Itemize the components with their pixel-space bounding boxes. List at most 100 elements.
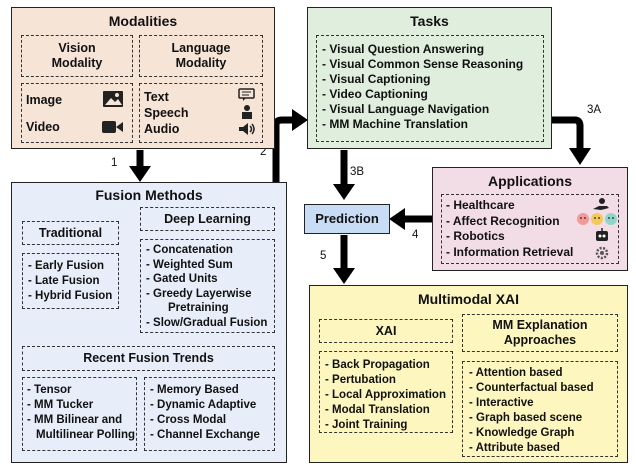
task-item: - MM Machine Translation: [322, 117, 469, 131]
tasks-title: Tasks: [410, 13, 449, 29]
xai-list-box: - Back Propagation - Pertubation - Local…: [319, 351, 453, 433]
traditional-item: - Late Fusion: [28, 275, 100, 287]
xai-item: - Joint Training: [325, 419, 408, 431]
mm-explanation-item: - Interactive: [469, 397, 534, 409]
audio-speaker-icon: [239, 123, 255, 135]
xai-item: - Modal Translation: [325, 404, 430, 416]
mm-explanation-item: - Attention based: [469, 367, 563, 379]
application-item: - Affect Recognition: [446, 213, 560, 228]
speech-label: Speech: [144, 106, 189, 120]
mm-explanation-item: - Attribute based: [469, 442, 560, 454]
deep-learning-header: Deep Learning: [164, 212, 251, 226]
xai-item: - Back Propagation: [325, 359, 430, 371]
video-label: Video: [26, 120, 60, 134]
task-item: - Video Captioning: [322, 87, 428, 101]
trend-item: - Dynamic Adaptive: [150, 399, 257, 411]
task-item: - Visual Question Answering: [322, 42, 485, 56]
mm-explanation-list-box: - Attention based - Counterfactual based…: [462, 361, 618, 457]
language-items-box: Text Speech Audio: [139, 83, 263, 143]
vision-modality-header-box: Vision Modality: [21, 35, 133, 77]
mm-explanation-header-box: MM Explanation Approaches: [462, 314, 618, 352]
emoji-faces-icon: [577, 213, 617, 225]
application-item: - Robotics: [446, 229, 505, 243]
xai-item: - Local Approximation: [325, 389, 446, 401]
gear-icon: [595, 246, 609, 260]
trends-right-box: - Memory Based - Dynamic Adaptive - Cros…: [144, 377, 275, 451]
speaker-person-icon: [242, 105, 252, 119]
applications-list: - Healthcare - Affect Recognition - Robo…: [446, 198, 573, 260]
robot-icon: [596, 228, 608, 241]
arrow-label-1: 1: [111, 157, 118, 169]
trends-left-list: - Tensor - MM Tucker - MM Bilinear and M…: [27, 383, 135, 443]
text-bubble-icon: [238, 88, 255, 101]
arrow-3a: [545, 116, 584, 150]
xai-header-box: XAI: [319, 319, 453, 343]
arrow-2: [272, 116, 293, 182]
mm-explanation-item: - Knowledge Graph: [469, 427, 575, 439]
fusion-methods-panel: Fusion Methods Traditional - Early Fusio…: [11, 182, 287, 463]
video-camera-icon: [102, 121, 123, 133]
arrow-label-3b: 3B: [350, 166, 365, 178]
recent-trends-header-box: Recent Fusion Trends: [22, 346, 275, 371]
traditional-item: - Hybrid Fusion: [28, 290, 113, 302]
application-item: - Healthcare: [446, 198, 515, 212]
task-item: - Visual Language Navigation: [322, 102, 490, 116]
traditional-header: Traditional: [38, 226, 103, 240]
traditional-list: - Early Fusion - Late Fusion - Hybrid Fu…: [28, 259, 112, 304]
xai-header: XAI: [375, 324, 397, 338]
trend-item: - Channel Exchange: [150, 429, 260, 441]
arrow-label-4: 4: [412, 229, 419, 241]
deep-learning-list: - Concatenation - Weighted Sum - Gated U…: [146, 243, 267, 330]
deep-learning-item: - Concatenation: [146, 244, 233, 256]
traditional-list-box: - Early Fusion - Late Fusion - Hybrid Fu…: [22, 253, 119, 309]
image-label: Image: [26, 93, 63, 107]
deep-learning-item: - Slow/Gradual Fusion: [146, 316, 268, 329]
vision-modality-header: Vision Modality: [51, 41, 103, 70]
vision-items-box: Image Video: [21, 83, 133, 143]
task-item: - Visual Captioning: [322, 72, 431, 86]
deep-learning-item: Pretraining: [168, 302, 229, 314]
trend-item: - MM Bilinear and: [27, 414, 123, 426]
tasks-list: - Visual Question Answering - Visual Com…: [322, 42, 523, 132]
deep-learning-item: - Gated Units: [146, 273, 218, 285]
tasks-list-box: - Visual Question Answering - Visual Com…: [316, 35, 544, 142]
deep-learning-item: - Greedy Layerwise: [146, 287, 252, 300]
modalities-title: Modalities: [108, 13, 178, 29]
language-modality-header: Language Modality: [171, 41, 231, 70]
applications-title: Applications: [487, 173, 572, 189]
application-item: - Information Retrieval: [446, 244, 574, 259]
traditional-header-box: Traditional: [22, 221, 119, 245]
modalities-panel: Modalities Vision Modality Language Moda…: [11, 7, 275, 149]
mm-explanation-item: - Graph based scene: [469, 412, 583, 424]
trend-item: Multilinear Polling: [36, 429, 136, 441]
fusion-methods-title: Fusion Methods: [95, 187, 203, 203]
prediction-box: Prediction: [304, 204, 390, 234]
arrow-label-3a: 3A: [587, 104, 602, 116]
prediction-label: Prediction: [315, 211, 379, 226]
trend-item: - MM Tucker: [27, 399, 94, 411]
xai-list: - Back Propagation - Pertubation - Local…: [325, 358, 446, 433]
deep-learning-item: - Weighted Sum: [146, 258, 233, 271]
arrow-label-2: 2: [260, 146, 267, 158]
deep-learning-header-box: Deep Learning: [140, 207, 275, 231]
recent-trends-header: Recent Fusion Trends: [83, 351, 214, 365]
tasks-panel: Tasks - Visual Question Answering - Visu…: [307, 7, 552, 149]
task-item: - Visual Common Sense Reasoning: [322, 57, 524, 71]
xai-item: - Pertubation: [325, 374, 396, 386]
mm-explanation-header: MM Explanation Approaches: [492, 318, 588, 347]
audio-label: Audio: [144, 122, 180, 136]
image-icon: [103, 91, 123, 107]
multimodal-xai-title: Multimodal XAI: [417, 291, 520, 307]
traditional-item: - Early Fusion: [28, 260, 105, 272]
trend-item: - Cross Modal: [150, 414, 227, 426]
language-modality-header-box: Language Modality: [139, 35, 263, 77]
trend-item: - Memory Based: [150, 384, 239, 396]
healthcare-hand-icon: [593, 198, 609, 210]
multimodal-xai-panel: Multimodal XAI XAI - Back Propagation - …: [309, 285, 628, 463]
mm-explanation-list: - Attention based - Counterfactual based…: [469, 366, 594, 456]
applications-list-box: - Healthcare - Affect Recognition - Robo…: [441, 194, 619, 264]
applications-panel: Applications - Healthcare - Affect Recog…: [432, 167, 628, 271]
trend-item: - Tensor: [27, 384, 72, 396]
trends-left-box: - Tensor - MM Tucker - MM Bilinear and M…: [22, 377, 137, 451]
